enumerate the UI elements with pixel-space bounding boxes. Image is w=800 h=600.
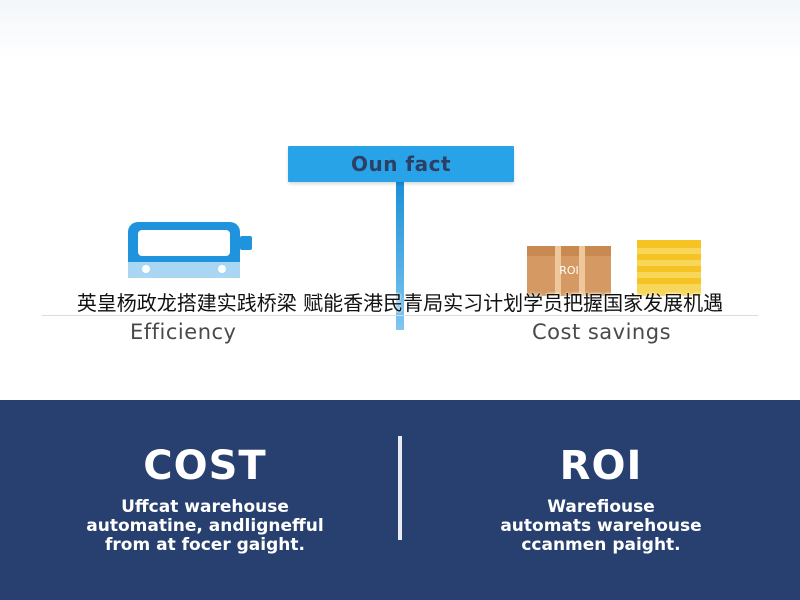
infographic-top: Oun fact ROI Efficiency Cost savings	[0, 0, 800, 400]
cost-line-2: automatine, andlignefful	[86, 516, 324, 536]
headline-overlay: 英皇杨政龙搭建实践桥梁 赋能香港民青局实习计划学员把握国家发展机遇	[76, 290, 724, 315]
infographic-bottom: COST Uffcat warehouse automatine, andlig…	[0, 400, 800, 600]
roi-line-2: automats warehouse	[500, 516, 702, 536]
flag-pole	[396, 180, 404, 330]
cost-heading: COST	[143, 443, 267, 489]
coins-icon	[637, 240, 701, 296]
cost-column: COST Uffcat warehouse automatine, andlig…	[40, 444, 370, 555]
roi-description: Warefiouse automats warehouse ccanmen pa…	[436, 498, 766, 555]
cost-line-1: Uffcat warehouse	[121, 497, 289, 517]
roi-line-1: Warefiouse	[547, 497, 655, 517]
headline-underline	[42, 315, 758, 316]
roi-line-3: ccanmen paight.	[521, 535, 681, 555]
truck-icon	[128, 222, 252, 278]
cost-description: Uffcat warehouse automatine, andligneffu…	[40, 498, 370, 555]
fact-title: Oun fact	[350, 152, 452, 176]
box-roi-text: ROI	[559, 264, 579, 277]
roi-heading: ROI	[559, 443, 643, 489]
cost-line-3: from at focer gaight.	[105, 535, 305, 555]
fact-banner: Oun fact	[288, 146, 514, 182]
roi-column: ROI Warefiouse automats warehouse ccanme…	[436, 444, 766, 555]
efficiency-label: Efficiency	[130, 320, 237, 344]
column-divider	[398, 436, 402, 540]
savings-graphic: ROI	[527, 240, 701, 296]
cost-savings-label: Cost savings	[532, 320, 672, 344]
box-icon: ROI	[527, 246, 611, 296]
